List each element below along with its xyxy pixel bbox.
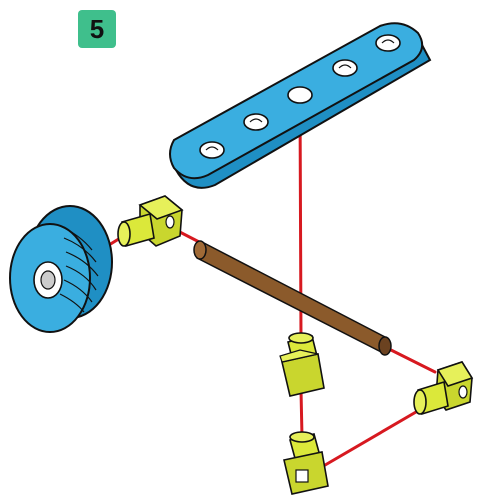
beam-hole-4 [332, 59, 358, 77]
guide-line-connector-vertical [299, 388, 304, 439]
beam-hole-1 [199, 141, 225, 159]
angle-connector-2 [279, 332, 325, 397]
beam-hole-5 [375, 34, 401, 52]
step-number: 5 [89, 14, 105, 44]
step-badge: 5 [78, 10, 116, 48]
beam-hole-2 [243, 113, 269, 131]
angle-connector-3 [283, 431, 329, 495]
angle-connector-1 [117, 195, 184, 248]
beam-5-hole [169, 22, 432, 189]
guide-line-connector-diagonal [318, 403, 430, 470]
wheel [9, 205, 113, 333]
axle-rod [193, 240, 392, 356]
angle-connector-4 [413, 361, 474, 416]
guide-line-axle-to-connector [383, 345, 437, 374]
beam-hole-3 [287, 86, 313, 104]
